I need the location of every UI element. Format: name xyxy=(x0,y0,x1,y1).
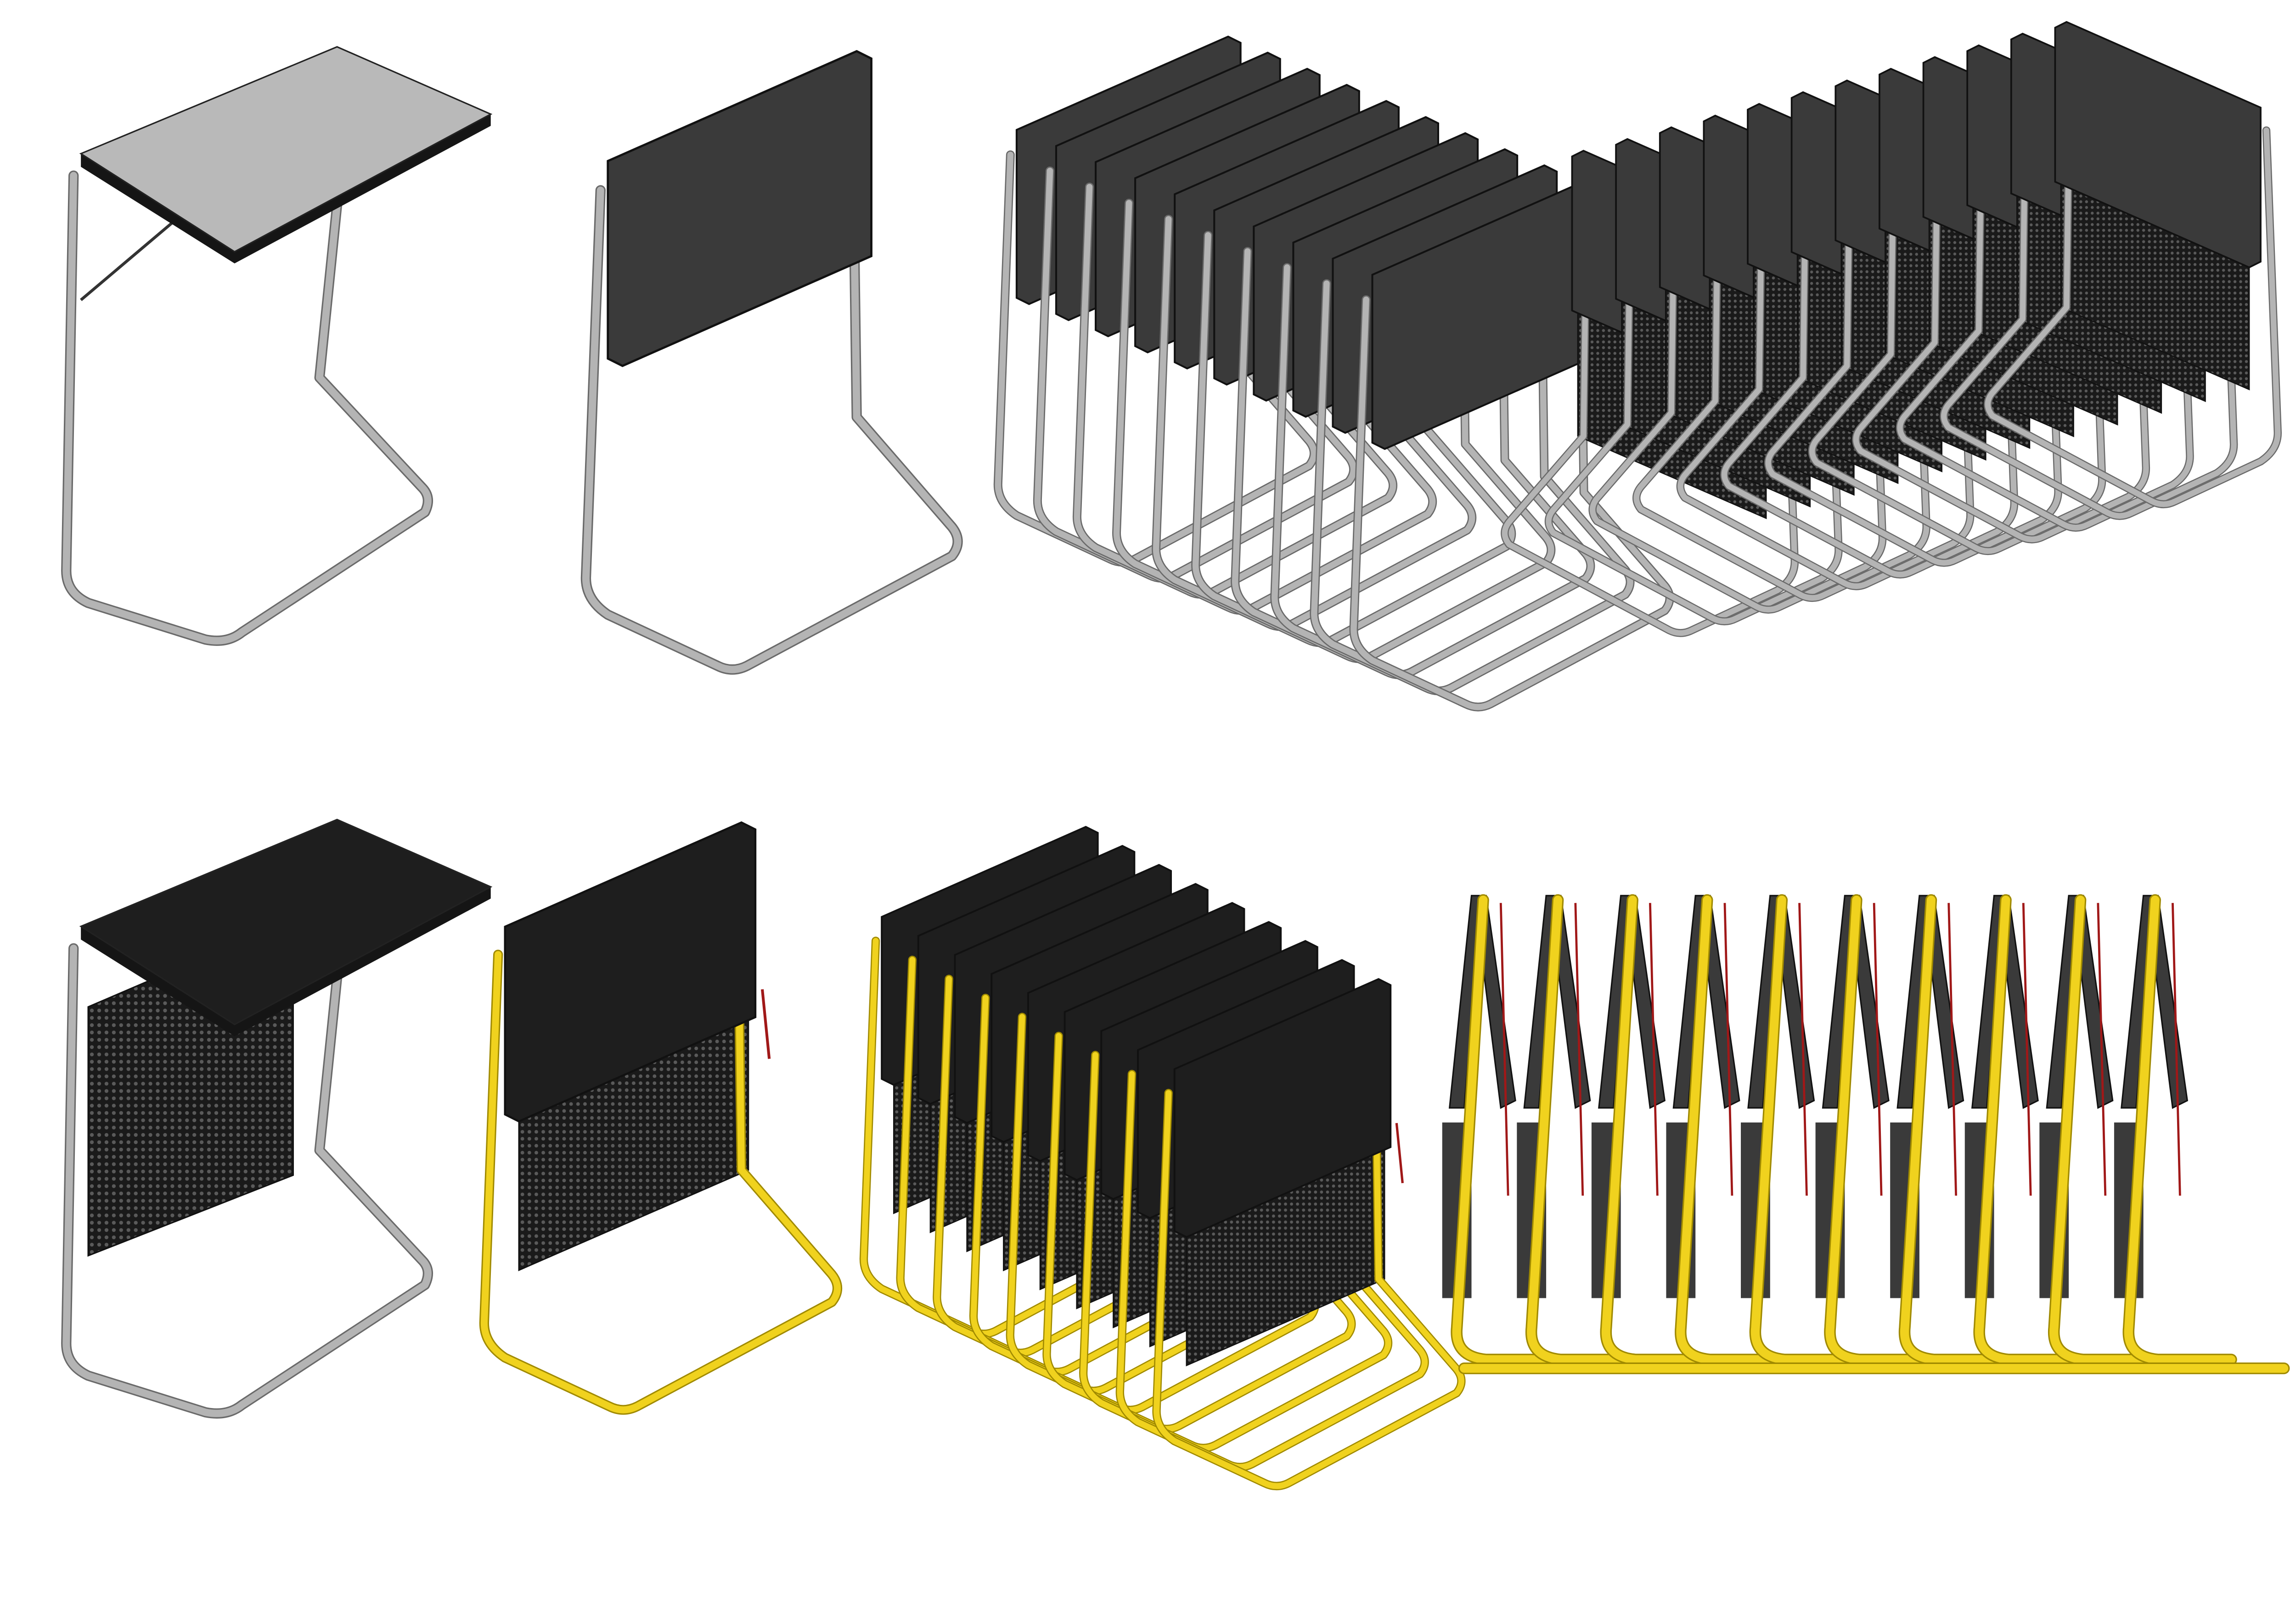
product-render-scene xyxy=(61,21,2290,1491)
nested-table-side xyxy=(1815,894,1939,1366)
nested-table-side xyxy=(1517,894,1640,1366)
nested-table-side xyxy=(1964,894,2088,1366)
frame-tube xyxy=(1601,895,1713,1364)
table-top-panel xyxy=(2054,21,2262,269)
frame-tube xyxy=(1633,147,1930,601)
nested-table-side xyxy=(1741,894,1864,1366)
stacked-tables-yellow xyxy=(859,825,1466,1491)
frame-tube xyxy=(2049,895,2161,1364)
table-top-panel xyxy=(504,821,757,1123)
strap xyxy=(1798,903,1808,1196)
frame-tube xyxy=(1809,100,2105,554)
nested-table-side xyxy=(1591,894,1715,1366)
frame-tube xyxy=(1985,53,2281,507)
nested-table-side xyxy=(2114,894,2237,1366)
strap xyxy=(2172,903,2181,1196)
table-top xyxy=(79,46,493,253)
strap xyxy=(2022,903,2032,1196)
frame-tube xyxy=(1676,895,1788,1364)
strap xyxy=(1395,1123,1404,1184)
nested-table-side xyxy=(2039,894,2163,1366)
frame-tube xyxy=(1546,170,1842,624)
strap xyxy=(1649,903,1659,1196)
frame-tube xyxy=(1765,112,2061,566)
nested-table-side xyxy=(1442,894,1565,1366)
nested-table-side xyxy=(1666,894,1790,1366)
frame-tube xyxy=(1527,895,1638,1364)
frame-tube xyxy=(582,91,962,673)
nested-table-side xyxy=(1890,894,2013,1366)
strap xyxy=(2097,903,2107,1196)
frame-tube xyxy=(1900,895,2012,1364)
folded-table xyxy=(1984,21,2282,509)
stacked-tables-chrome xyxy=(993,35,1674,712)
table-top-panel xyxy=(1173,978,1392,1238)
brace xyxy=(80,218,177,301)
folded-table xyxy=(1152,978,1466,1491)
strap xyxy=(1723,903,1733,1196)
table-top-panel xyxy=(607,50,872,367)
folded-table-chrome xyxy=(580,50,963,675)
frame-tube xyxy=(1750,895,1863,1364)
frame-tube xyxy=(1452,895,1564,1364)
strap xyxy=(761,989,771,1059)
frame-tube xyxy=(480,860,841,1414)
frame-tube xyxy=(1589,158,1885,613)
frame-tube xyxy=(1975,895,2087,1364)
folded-table xyxy=(580,50,963,675)
strap xyxy=(1873,903,1883,1196)
frame-tube xyxy=(62,944,432,1417)
open-table xyxy=(61,46,493,646)
strap xyxy=(1499,903,1509,1196)
frame-tube xyxy=(1502,182,1798,636)
frame-tube xyxy=(1897,77,2193,531)
frame-tube xyxy=(1825,895,1937,1364)
frame-tube xyxy=(1677,135,1974,589)
strap xyxy=(1574,903,1584,1196)
folded-table-yellow xyxy=(479,821,843,1415)
frame-tube xyxy=(1853,88,2149,543)
nested-tables-yellow-side xyxy=(1442,894,2290,1375)
frame-tube xyxy=(1941,65,2237,519)
frame-tube xyxy=(62,172,432,645)
table-top xyxy=(79,819,493,1026)
strap xyxy=(1947,903,1958,1196)
frame-tube xyxy=(1153,1012,1464,1489)
render-layer xyxy=(61,21,2290,1491)
stacked-tables-chrome-rear xyxy=(1501,21,2282,637)
frame-tube xyxy=(2124,895,2236,1364)
folded-table xyxy=(479,821,843,1415)
open-table-mesh xyxy=(61,819,493,1419)
frame-tube xyxy=(1721,123,2017,578)
open-table xyxy=(61,819,493,1419)
open-table-chrome xyxy=(61,46,493,646)
